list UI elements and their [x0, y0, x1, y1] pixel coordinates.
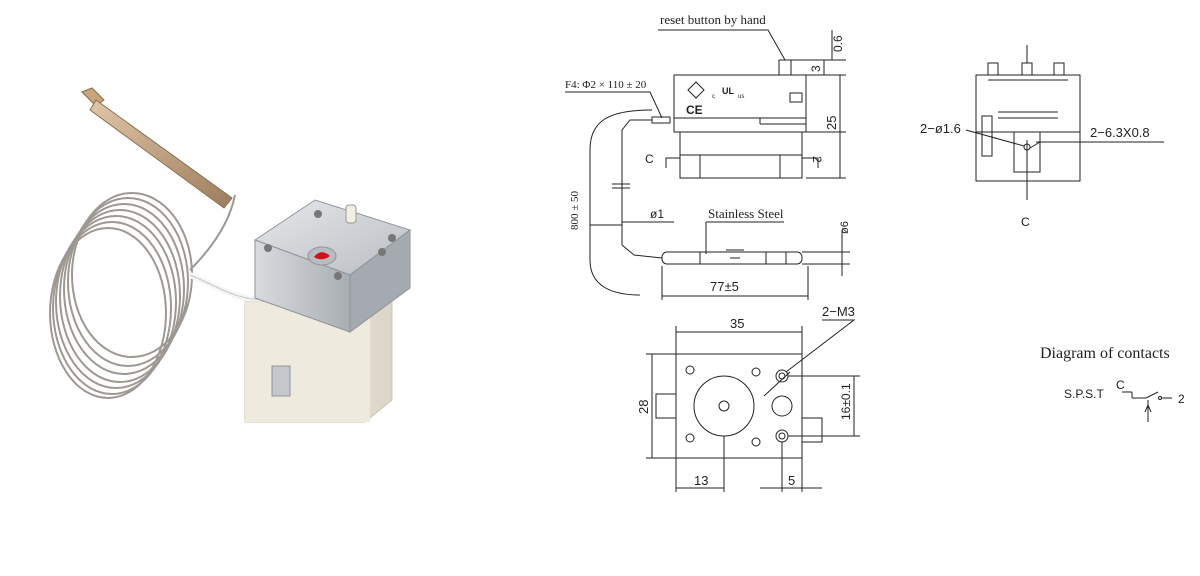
red-indicator	[314, 252, 330, 260]
terminal-c-side: C	[645, 152, 654, 166]
dim-16: 16±0.1	[839, 383, 853, 420]
side-view	[565, 29, 850, 300]
thread-label: 2−M3	[822, 304, 855, 319]
dim-phi1: ø1	[650, 207, 664, 221]
dim-77: 77±5	[710, 279, 739, 294]
dim-phi6: ø6	[839, 221, 851, 234]
dim-28: 28	[636, 400, 651, 414]
dim-35: 35	[730, 316, 744, 331]
capillary-coil	[49, 192, 193, 399]
capillary-spec-label: F4: Φ2 × 110 ± 20	[565, 79, 647, 91]
terminal-2-side: 2	[810, 156, 824, 163]
svg-text:us: us	[738, 94, 744, 100]
end-view	[965, 45, 1164, 200]
terminal-c-end: C	[1021, 215, 1030, 229]
contact-2-label: 2	[1178, 392, 1185, 406]
svg-text:c: c	[712, 94, 715, 100]
svg-text:UL: UL	[722, 86, 734, 96]
contact-c-label: C	[1116, 378, 1125, 392]
ce-mark: CE	[686, 103, 703, 117]
thermostat-photo	[49, 87, 412, 423]
contacts-title: Diagram of contacts	[1040, 345, 1170, 362]
dim-3: 3	[809, 65, 823, 72]
length-label: 800 ± 50	[569, 190, 581, 230]
top-view	[646, 319, 860, 492]
dim-0-6: 0.6	[831, 35, 845, 52]
contact-diagram	[1122, 391, 1172, 422]
capillary-tube	[189, 194, 236, 271]
dim-25: 25	[824, 116, 839, 130]
hole-dia-label: 2−ø1.6	[920, 121, 961, 136]
thermostat-body	[244, 199, 412, 423]
spst-label: S.P.S.T	[1064, 387, 1104, 401]
reset-button-label: reset button by hand	[660, 12, 766, 27]
dim-13: 13	[694, 473, 708, 488]
sensing-bulb	[81, 87, 233, 209]
dim-5: 5	[788, 473, 795, 488]
tab-size-label: 2−6.3X0.8	[1090, 125, 1150, 140]
ul-mark: UL c us	[687, 81, 744, 100]
material-label: Stainless Steel	[708, 206, 784, 221]
